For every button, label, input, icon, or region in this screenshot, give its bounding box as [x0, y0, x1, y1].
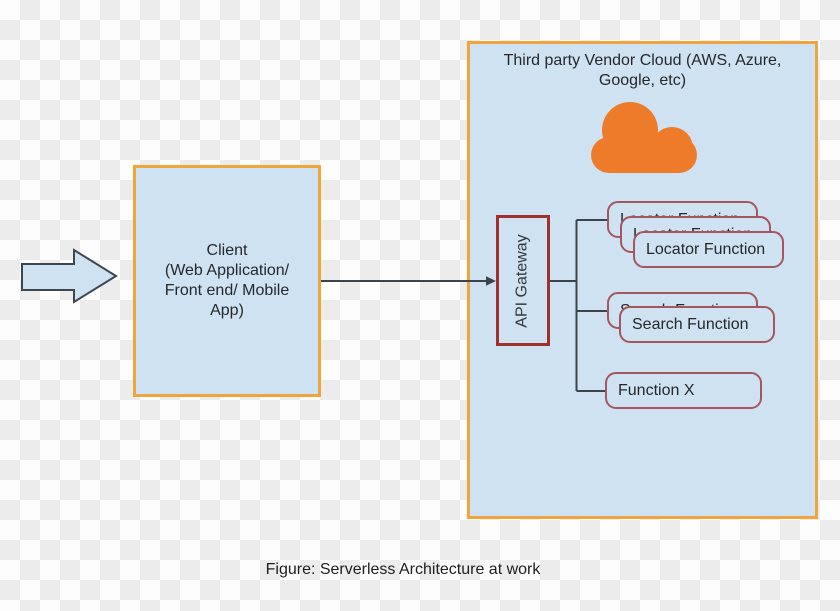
locator-function-label: Locator Function	[646, 240, 766, 258]
search-function-label: Search Function	[632, 315, 749, 333]
search-function-box-front: Search Function	[619, 306, 775, 343]
function-x-label: Function X	[618, 381, 695, 399]
client-label-line1: Client	[206, 242, 248, 259]
figure-caption: Figure: Serverless Architecture at work	[265, 561, 541, 578]
client-box: Client (Web Application/ Front end/ Mobi…	[133, 165, 321, 397]
function-x-box: Function X	[605, 372, 762, 409]
client-label-line2: (Web Application/	[164, 262, 290, 279]
client-label-line4: App)	[210, 302, 244, 319]
client-label-line3: Front end/ Mobile	[164, 282, 290, 299]
api-gateway-box: API Gateway	[496, 215, 550, 346]
vendor-cloud-title: Third party Vendor Cloud (AWS, Azure, Go…	[470, 51, 815, 91]
api-gateway-label: API Gateway	[514, 233, 531, 328]
flow-arrow	[21, 248, 118, 304]
cloud-icon	[583, 98, 705, 174]
vendor-cloud-title-line2: Google, etc)	[598, 72, 687, 89]
vendor-cloud-title-line1: Third party Vendor Cloud (AWS, Azure,	[503, 52, 782, 69]
locator-function-box-front: Locator Function	[633, 231, 784, 268]
